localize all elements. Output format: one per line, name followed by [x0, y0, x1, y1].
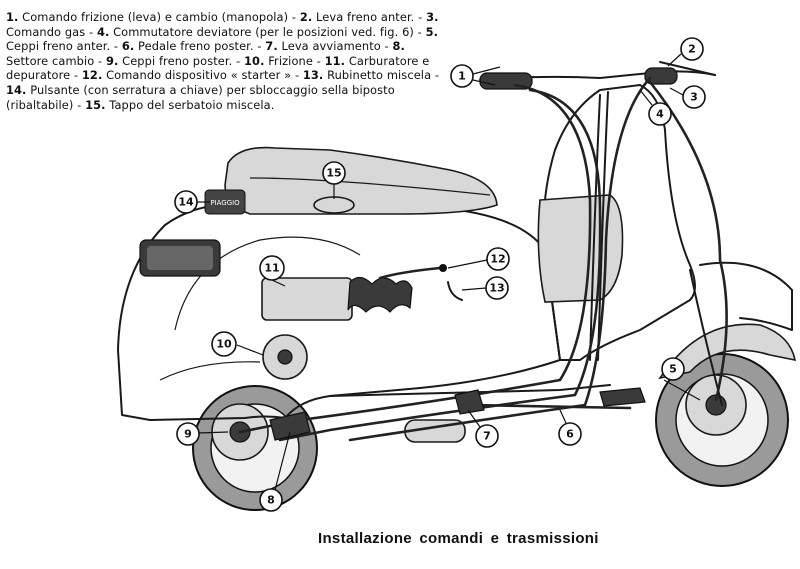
svg-text:15: 15	[326, 167, 341, 180]
svg-text:11: 11	[264, 262, 279, 275]
svg-text:4: 4	[656, 108, 664, 121]
legend-item-text: Settore cambio -	[6, 53, 106, 68]
svg-text:2: 2	[688, 43, 696, 56]
legend-item-text: Ceppi freno anter. -	[6, 39, 122, 54]
gear-sector	[269, 411, 311, 441]
legend-number: 13.	[302, 68, 324, 83]
legend-number: 8.	[392, 39, 405, 54]
callout-12: 12	[447, 247, 510, 271]
front-wheel	[655, 323, 797, 487]
brake-pedal	[599, 387, 646, 407]
fuel-tap	[447, 281, 463, 301]
svg-text:12: 12	[490, 253, 505, 266]
legend-number: 12.	[81, 68, 103, 83]
leg-shield	[542, 84, 696, 361]
svg-text:6: 6	[566, 428, 574, 441]
callout-2: 2	[667, 37, 704, 67]
callout-8: 8	[259, 431, 291, 512]
brand-badge: PIAGGIO	[210, 199, 240, 207]
legend-item-text: Tappo del serbatoio miscela.	[105, 97, 275, 112]
choke-knob	[439, 264, 447, 272]
legend-item-text: Ceppi freno poster. -	[118, 53, 245, 68]
callout-4: 4	[639, 89, 672, 126]
legend-number: 9.	[105, 53, 119, 68]
legend-number: 6.	[121, 39, 135, 54]
legend-item-text: Comando frizione (leva) e cambio (manopo…	[18, 10, 300, 24]
legend-number: 15.	[85, 97, 106, 112]
legend-item-text: Rubinetto miscela -	[323, 68, 440, 83]
legend-item-text: Commutatore deviatore (per le posizioni …	[109, 24, 426, 39]
steering-column	[589, 94, 601, 361]
callout-7: 7	[467, 409, 499, 448]
svg-text:3: 3	[690, 91, 698, 104]
callout-5: 5	[661, 357, 701, 401]
floorboard	[329, 384, 611, 397]
legend-item-text: Leva avviamento -	[277, 39, 393, 54]
seat	[224, 146, 498, 215]
right-grip	[644, 67, 678, 85]
legend-number: 11.	[324, 53, 346, 68]
legend-item-text: Comando dispositivo « starter » -	[102, 68, 303, 83]
legend-item-text: Frizione -	[264, 53, 325, 68]
legend-number: 7.	[265, 39, 278, 54]
legend-item-text: Pedale freno poster. -	[134, 39, 266, 54]
legend-number: 2.	[299, 10, 313, 24]
legend-item-text: Pulsante (con serratura a chiave) per sb…	[6, 82, 395, 112]
callout-1: 1	[450, 64, 501, 88]
svg-text:7: 7	[483, 430, 491, 443]
legend-item-text: Comando gas -	[6, 24, 97, 39]
svg-text:13: 13	[489, 282, 504, 295]
callout-13: 13	[461, 276, 509, 300]
figure-caption: Installazione comandi e trasmissioni	[318, 530, 599, 547]
legend-number: 1.	[6, 10, 19, 24]
callout-11: 11	[259, 255, 286, 287]
legend-text: 1. Comando frizione (leva) e cambio (man…	[6, 10, 444, 112]
fuel-cap	[313, 196, 355, 214]
intake-bellows	[347, 276, 413, 313]
legend-number: 14.	[6, 82, 27, 97]
legend-number: 4.	[96, 24, 110, 39]
callout-9: 9	[176, 422, 229, 446]
legend-item-text: Leva freno anter. -	[312, 10, 427, 24]
callout-6: 6	[558, 409, 582, 446]
legend-number: 3.	[426, 10, 439, 24]
svg-text:1: 1	[458, 70, 466, 83]
carburettor	[261, 277, 353, 321]
svg-text:10: 10	[216, 338, 232, 351]
rear-wheel	[192, 385, 318, 511]
glovebox	[537, 194, 624, 303]
kickstart-lever	[454, 389, 485, 415]
svg-text:9: 9	[184, 428, 192, 441]
svg-text:14: 14	[178, 196, 194, 209]
legend-number: 5.	[425, 24, 439, 39]
seat-lock: PIAGGIO	[204, 189, 246, 215]
callout-10: 10	[211, 331, 264, 357]
callout-15: 15	[322, 161, 346, 199]
control-cables	[238, 76, 728, 442]
callout-14: 14	[174, 190, 210, 214]
svg-text:8: 8	[267, 494, 275, 507]
callouts: 1 2 3 4 5 6 7 8	[174, 37, 706, 512]
callout-3: 3	[669, 85, 706, 109]
mudguard	[699, 261, 793, 331]
legend-number: 10.	[244, 53, 265, 68]
legend-item-text: Carburatore e depuratore -	[6, 53, 430, 83]
svg-text:5: 5	[669, 363, 677, 376]
